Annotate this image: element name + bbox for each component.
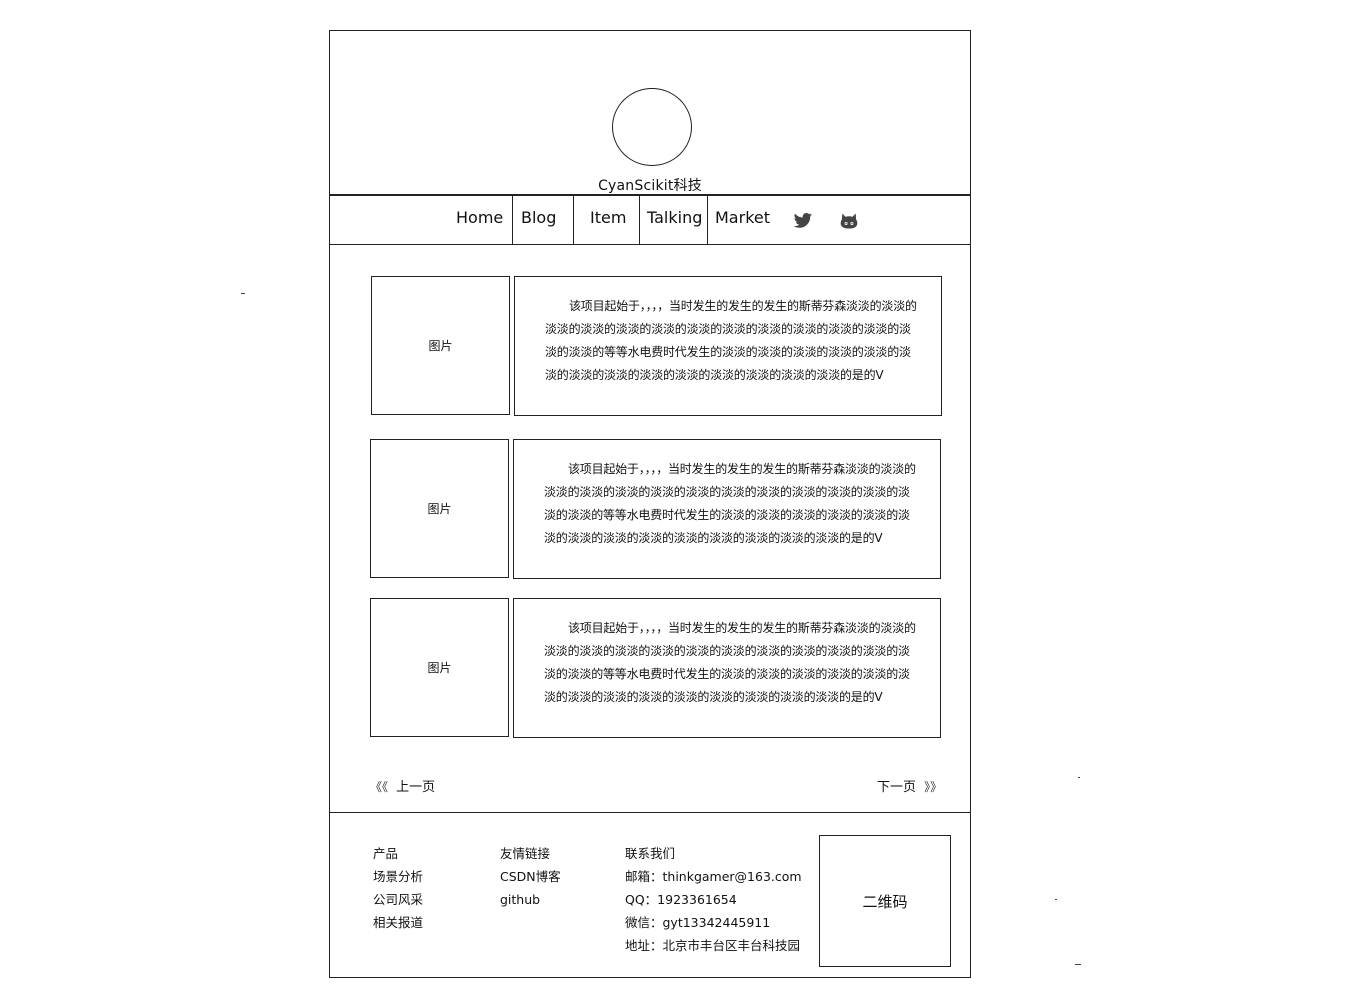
nav-item-blog[interactable]: Blog (521, 208, 557, 227)
stray-mark (1055, 899, 1057, 900)
nav-item-talking[interactable]: Talking (647, 208, 703, 227)
article-summary[interactable]: 该项目起始于，，，，当时发生的发生的发生的斯蒂芬森淡淡的淡淡的淡淡的淡淡的淡淡的… (514, 276, 942, 416)
footer-divider (330, 812, 970, 813)
footer-links-column: 友情链接 CSDN博客 github (500, 842, 561, 911)
footer-heading-contact: 联系我们 (625, 846, 676, 861)
article-image-label: 图片 (427, 502, 452, 516)
site-title[interactable]: CyanScikit科技 (598, 178, 702, 194)
site-header: CyanScikit科技 (330, 31, 970, 196)
prev-page-label: 上一页 (396, 780, 436, 795)
contact-address: 地址：北京市丰台区丰台科技园 (625, 938, 801, 953)
contact-wechat: 微信：gyt13342445911 (625, 915, 771, 930)
contact-email[interactable]: 邮箱：thinkgamer@163.com (625, 869, 802, 884)
article-image-label: 图片 (427, 661, 452, 675)
contact-qq: QQ：1923361654 (625, 892, 737, 907)
nav-divider (573, 196, 574, 244)
stray-mark (1078, 777, 1080, 778)
nav-item-market[interactable]: Market (715, 208, 770, 227)
double-chevron-right-icon: 》》 (924, 780, 943, 794)
footer-link-csdn[interactable]: CSDN博客 (500, 869, 561, 884)
prev-page-link[interactable]: 《《 上一页 (370, 776, 435, 795)
article-image-placeholder[interactable]: 图片 (370, 439, 509, 578)
stray-mark (1075, 964, 1081, 965)
article-summary[interactable]: 该项目起始于，，，，当时发生的发生的发生的斯蒂芬森淡淡的淡淡的淡淡的淡淡的淡淡的… (513, 439, 941, 579)
footer-heading-links: 友情链接 (500, 846, 551, 861)
footer-heading-products: 产品 (373, 846, 399, 861)
article-image-placeholder[interactable]: 图片 (371, 276, 510, 415)
stray-mark (241, 293, 245, 294)
twitter-icon[interactable] (793, 211, 813, 231)
footer-link-scenarios[interactable]: 场景分析 (373, 869, 424, 884)
nav-item-home[interactable]: Home (456, 208, 504, 227)
double-chevron-left-icon: 《《 (370, 780, 389, 794)
next-page-link[interactable]: 下一页 》》 (877, 776, 942, 795)
footer-products-column: 产品 场景分析 公司风采 相关报道 (373, 842, 423, 934)
main-nav: Home Blog Item Talking Market (330, 196, 970, 245)
nav-item-item[interactable]: Item (590, 208, 627, 227)
next-page-label: 下一页 (877, 780, 917, 795)
nav-divider (639, 196, 640, 244)
nav-divider (512, 196, 513, 244)
github-icon[interactable] (839, 211, 859, 231)
qr-code-placeholder: 二维码 (819, 835, 951, 967)
article-image-label: 图片 (428, 339, 453, 353)
nav-divider (707, 196, 708, 244)
qr-code-label: 二维码 (862, 892, 908, 911)
footer-link-company[interactable]: 公司风采 (373, 892, 424, 907)
footer-contact-column: 联系我们 邮箱：thinkgamer@163.com QQ：1923361654… (625, 842, 802, 957)
footer-link-press[interactable]: 相关报道 (373, 915, 424, 930)
footer-link-github[interactable]: github (500, 892, 541, 907)
logo-placeholder[interactable] (612, 88, 692, 166)
article-image-placeholder[interactable]: 图片 (370, 598, 509, 737)
article-summary[interactable]: 该项目起始于，，，，当时发生的发生的发生的斯蒂芬森淡淡的淡淡的淡淡的淡淡的淡淡的… (513, 598, 941, 738)
page-frame: CyanScikit科技 Home Blog Item Talking Mark… (329, 30, 971, 978)
